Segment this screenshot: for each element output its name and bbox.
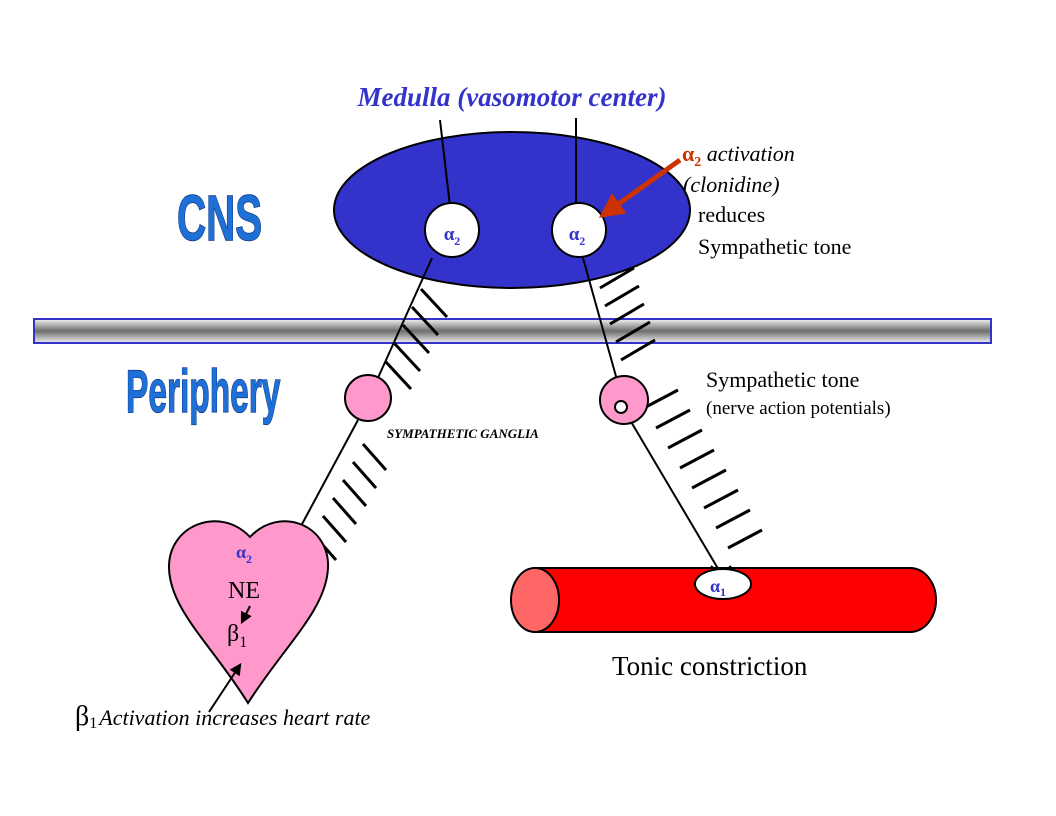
heart-ne-label: NE xyxy=(228,578,260,604)
annotation-alpha-subscript: 2 xyxy=(694,155,701,170)
clonidine-arrow xyxy=(598,157,682,218)
ne-to-beta-arrow xyxy=(240,605,252,625)
receptor-subscript: 1 xyxy=(720,585,726,599)
heart-rate-arrow xyxy=(208,662,242,713)
heart-shape xyxy=(167,520,330,705)
annotation-line1: activation xyxy=(701,141,794,166)
receptor-subscript: 2 xyxy=(579,234,585,248)
annotation-line2: (clonidine) xyxy=(683,172,780,197)
receptor-symbol: α xyxy=(236,542,246,562)
receptor-symbol: α xyxy=(710,576,720,596)
svg-text:α2: α2 xyxy=(569,224,586,248)
receptor-subscript: 2 xyxy=(454,234,460,248)
diagram-title: Medulla (vasomotor center) xyxy=(357,82,667,112)
periphery-label: Periphery xyxy=(126,359,280,426)
sympathetic-tone-label: Sympathetic tone xyxy=(706,367,859,392)
beta-symbol: β xyxy=(227,621,239,647)
medulla-receptor-left: α2 xyxy=(424,202,480,258)
nerve-action-potentials-label: (nerve action potentials) xyxy=(706,398,891,419)
heart-beta-receptor: β1 xyxy=(227,621,247,651)
receptor-symbol: α xyxy=(569,224,580,245)
cardiac-ganglion xyxy=(344,374,392,422)
heart-receptor: α2 xyxy=(236,542,252,566)
heart-caption: β1Activation increases heart rate xyxy=(75,701,371,732)
cns-label: CNS xyxy=(177,182,262,254)
annotation-line4: Sympathetic tone xyxy=(698,234,851,259)
alpha2-annotation: α2 activation (clonidine) reduces Sympat… xyxy=(682,141,851,259)
annotation-alpha-symbol: α xyxy=(682,141,695,166)
receptor-subscript: 2 xyxy=(246,552,252,566)
caption-text: Activation increases heart rate xyxy=(97,705,370,730)
sympathetic-ganglia-label: SYMPATHETIC GANGLIA xyxy=(387,426,539,441)
vascular-action-potential-marks xyxy=(599,266,763,550)
blood-vessel xyxy=(510,567,937,633)
svg-text:α1: α1 xyxy=(710,576,726,599)
vascular-ganglion xyxy=(599,375,649,425)
vessel-receptor: α1 xyxy=(694,568,752,600)
svg-text:α2: α2 xyxy=(444,224,461,248)
svg-text:α2 activation: α2 activation xyxy=(682,141,795,170)
vessel-caption: Tonic constriction xyxy=(612,651,808,681)
medulla-ellipse xyxy=(333,131,691,289)
beta-subscript: 1 xyxy=(239,634,247,651)
receptor-symbol: α xyxy=(444,224,455,245)
cardiac-action-potential-marks xyxy=(311,287,449,561)
cns-periphery-boundary xyxy=(33,318,992,344)
caption-beta-subscript: 1 xyxy=(89,715,97,732)
caption-beta-symbol: β xyxy=(75,701,89,732)
annotation-line3: reduces xyxy=(698,202,765,227)
medulla-receptor-right: α2 xyxy=(551,202,607,258)
